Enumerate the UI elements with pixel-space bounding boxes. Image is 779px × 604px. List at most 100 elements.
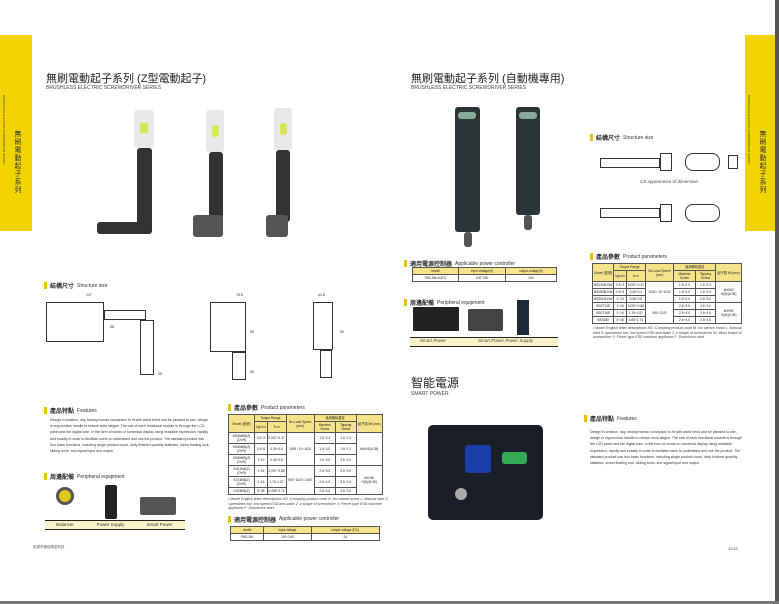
table-cell: 6H/H3/(6.35) bbox=[355, 432, 383, 466]
table-cell: 1.6~2.3 bbox=[334, 443, 357, 455]
table-cell: 1~10 bbox=[613, 295, 627, 303]
table-cell: 0.05~0.4 bbox=[625, 288, 646, 296]
dimension-label: 35 bbox=[158, 372, 162, 376]
smart-power-title: 智能電源 bbox=[411, 376, 460, 390]
table-cell: 0.08~0.8 bbox=[625, 295, 646, 303]
table-cell: PAD-5M-AUTO bbox=[412, 274, 459, 282]
page-edge bbox=[0, 601, 779, 604]
tab-zh: 無刷電動起子系列 bbox=[759, 130, 766, 194]
table-cell: 1~16 bbox=[613, 302, 627, 310]
header-cell: output voltage (DC) bbox=[310, 525, 381, 534]
table-cell: 6H/H5/ H(5)/(6.35) bbox=[355, 465, 383, 495]
table-cell: 0.057~0.37 bbox=[266, 432, 287, 444]
power-supply-image bbox=[105, 485, 117, 519]
header-cell: output voltage(V) bbox=[505, 267, 557, 275]
page-number: 11/12 bbox=[728, 546, 738, 551]
header-cell: Model (型號) bbox=[227, 414, 256, 433]
table-cell: 1.6~3.0 bbox=[313, 454, 336, 466]
page-title: 無刷電動起子系列 (自動機專用) bbox=[411, 73, 565, 85]
peripheral-label: Balancer bbox=[56, 522, 74, 527]
page-title: 無刷電動起子系列 (Z型電動起子) bbox=[46, 73, 207, 85]
table-cell: BS0280 bbox=[591, 316, 615, 324]
table-cell: 2.6~3.0 bbox=[334, 465, 357, 477]
header-cell: N.m bbox=[625, 270, 646, 282]
table-cell: 1.6~3.0 bbox=[673, 288, 696, 296]
left-side-tab: BRUSHLESS ELECTRIC SCREWDRIVER SERIES 無刷… bbox=[0, 35, 32, 231]
table-cell: 2.6~4.0 bbox=[313, 487, 336, 495]
smart-power-subtitle: SMART POWER bbox=[411, 391, 449, 397]
table-cell: 100~245 bbox=[263, 532, 312, 541]
table-cell: 1000 / 10~1100 bbox=[644, 281, 675, 303]
table-cell: 1000 / 10~1100 bbox=[285, 432, 315, 466]
table-cell: 1~10 bbox=[254, 454, 268, 466]
table-cell: 5~28 bbox=[254, 487, 268, 495]
header-cell: Machine Screw bbox=[673, 270, 696, 282]
features-text: Design in creation, day, beauty,human co… bbox=[50, 418, 210, 454]
table-cell: 1.76~1.87 bbox=[625, 309, 646, 317]
model-note: • Model English letter descriptions KD :… bbox=[593, 326, 742, 339]
table-cell: KD6N6W(Z)(DVR) bbox=[227, 454, 256, 466]
header-cell: No-Load Speed (rpm) bbox=[644, 263, 675, 282]
table-cell: KD28N6(Z) bbox=[227, 487, 256, 495]
table-cell: 6H/H3/ H(5)/(6.35) bbox=[715, 281, 742, 303]
page-subtitle: BRUSHLESS ELECTRIC SCREWDRIVER SERIES bbox=[46, 85, 162, 91]
table-cell: 0.5~3 bbox=[254, 432, 268, 444]
table-cell: 0.5~3 bbox=[613, 281, 627, 289]
dimension-label: 41.5 bbox=[318, 293, 325, 297]
table-cell: 100~240 bbox=[457, 274, 507, 282]
header-cell: Torque Range bbox=[254, 414, 287, 422]
tab-en: BRUSHLESS ELECTRIC SCREWDRIVER SERIES bbox=[747, 95, 751, 165]
table-cell: 0.057~0.37 bbox=[625, 281, 646, 289]
page-subtitle: BRUSHLESS ELECTRIC SCREWDRIVER SERIES bbox=[411, 85, 527, 91]
header-cell: model bbox=[229, 525, 265, 534]
header-cell: 適用螺絲直徑 bbox=[313, 414, 357, 422]
power-supply-image bbox=[517, 300, 529, 335]
table-cell: 2.6~3.0 bbox=[694, 295, 717, 303]
table-cell: 0.097~0.88 bbox=[625, 302, 646, 310]
table-cell: 1.6~2.3 bbox=[313, 432, 336, 444]
dimension-label: 76.5 bbox=[236, 293, 243, 297]
table-cell: KD13N6(Z)(DVR) bbox=[227, 465, 256, 477]
table-cell: 2.6~3.5 bbox=[334, 476, 357, 488]
table-cell: 5~28 bbox=[613, 316, 627, 324]
dimension-label: 127 bbox=[86, 293, 92, 297]
dimension-label: 58 bbox=[110, 325, 114, 329]
table-cell: 0.085~2.74 bbox=[266, 487, 287, 495]
table-cell: 1.6~2.3 bbox=[694, 281, 717, 289]
table-cell: 0.5~5 bbox=[613, 288, 627, 296]
header-cell: kgf.cm bbox=[254, 421, 268, 433]
header-cell: Torque Range bbox=[613, 263, 646, 271]
table-cell: KD16N6(Z)(DVR) bbox=[227, 476, 256, 488]
table-cell: 24 bbox=[310, 532, 381, 541]
table-cell: 2.6~3.0 bbox=[694, 302, 717, 310]
table-cell: 900~1100 / 1000 bbox=[285, 465, 315, 495]
smart-power-image bbox=[140, 497, 176, 515]
table-cell: KD6N6W(Z)(DVR) bbox=[227, 443, 256, 455]
table-cell: 2.6~4.0 bbox=[673, 316, 696, 324]
table-cell: 1.76~1.57 bbox=[266, 476, 287, 488]
right-side-tab: BRUSHLESS ELECTRIC SCREWDRIVER SERIES 無刷… bbox=[745, 35, 775, 231]
peripheral-label: Smart Power bbox=[420, 338, 447, 343]
dimension-label: 50 bbox=[340, 330, 344, 334]
header-cell: Input voltage bbox=[263, 525, 312, 534]
table-cell: 1~16 bbox=[254, 465, 268, 477]
table-cell: 900~1100 bbox=[644, 302, 675, 324]
header-cell: 起子頭 Bit (mm) bbox=[355, 414, 383, 433]
table-cell: 2.6~3.5 bbox=[334, 487, 357, 495]
table-cell: 1.6~2.3 bbox=[334, 432, 357, 444]
table-cell: BS0T13S bbox=[591, 302, 615, 310]
balancer-image bbox=[56, 487, 74, 505]
header-cell: Tapping Screw bbox=[334, 421, 357, 433]
